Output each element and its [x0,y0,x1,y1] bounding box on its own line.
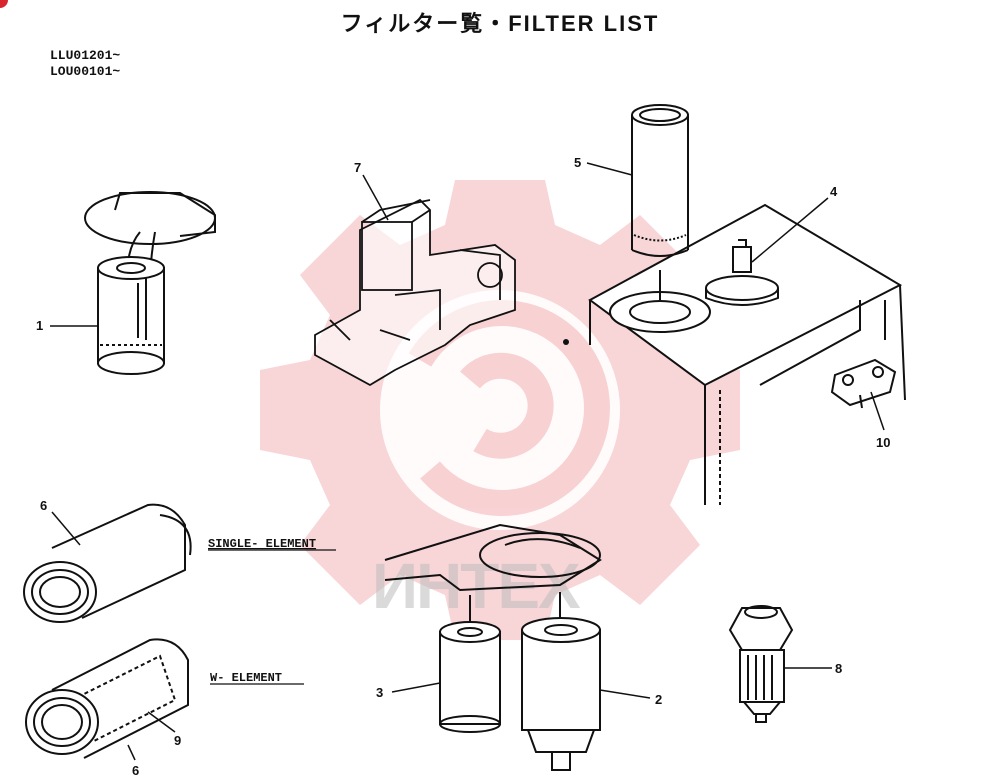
part-5-strainer [631,104,689,257]
leader-2 [599,689,651,699]
callout-4: 4 [830,184,838,199]
leader-6b [127,744,136,761]
part-1-oil-filter [84,191,216,375]
part-7-bracket [314,198,516,387]
part-3-fuel-filter [439,621,501,733]
leader-3 [391,682,441,693]
leader-7 [362,174,389,221]
callout-6-w: 6 [132,763,139,778]
part-6-single-element [23,503,192,623]
callout-10: 10 [876,435,890,450]
single-element-label: SINGLE- ELEMENT [208,537,316,551]
callout-2: 2 [655,692,662,707]
part-8-water-separator [728,605,794,723]
watermark-gear-inner [380,290,620,530]
leader-6a [51,511,81,546]
corner-badge [0,0,8,8]
callout-3: 3 [376,685,383,700]
callout-8: 8 [835,661,842,676]
callout-7: 7 [354,160,361,175]
callout-5: 5 [574,155,581,170]
leader-10 [870,391,885,431]
leader-5 [586,162,633,176]
callout-9: 9 [174,733,181,748]
serial-range-1: LLU01201~ [50,48,121,63]
leader-9 [147,711,176,733]
part-2-fuel-filter [521,617,601,771]
callout-1: 1 [36,318,43,333]
page-title: フィルター覧・FILTER LIST [340,11,660,36]
w-element-label: W- ELEMENT [210,671,282,685]
mounting-bolt [563,339,569,345]
part-10-valve [830,358,897,409]
part-6-w-element [25,638,189,759]
serial-range-2: LOU00101~ [50,64,121,79]
callout-6-single: 6 [40,498,47,513]
leader-4 [751,197,829,263]
part-4-breather [705,239,779,306]
